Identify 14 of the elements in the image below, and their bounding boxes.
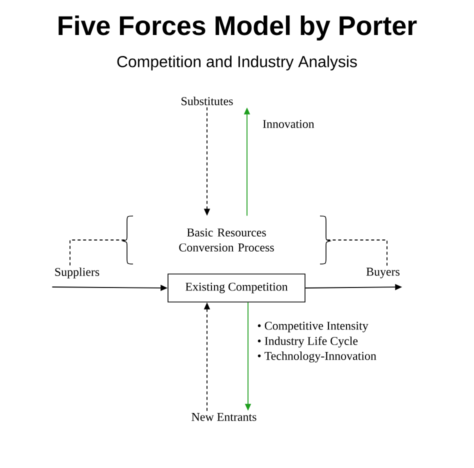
bullet-item: • Technology-Innovation (258, 352, 376, 362)
node-label: New Entrants (192, 413, 256, 421)
edge-label: Innovation (262, 120, 314, 128)
node-label: Buyers (366, 268, 400, 278)
bullet-item: • Competitive Intensity (258, 322, 368, 332)
title: Five Forces Model by Porter (58, 15, 417, 41)
subtitle: Competition and Industry Analysis (117, 56, 357, 70)
connector (70, 240, 126, 266)
node-label: Suppliers (55, 268, 100, 278)
braced-process: Basic Resources Conversion Process (122, 216, 330, 264)
node-label: Substitutes (182, 96, 233, 106)
process-box: Existing Competition (168, 274, 306, 302)
connector (326, 240, 388, 266)
bullet-item: • Industry Life Cycle (258, 336, 358, 348)
